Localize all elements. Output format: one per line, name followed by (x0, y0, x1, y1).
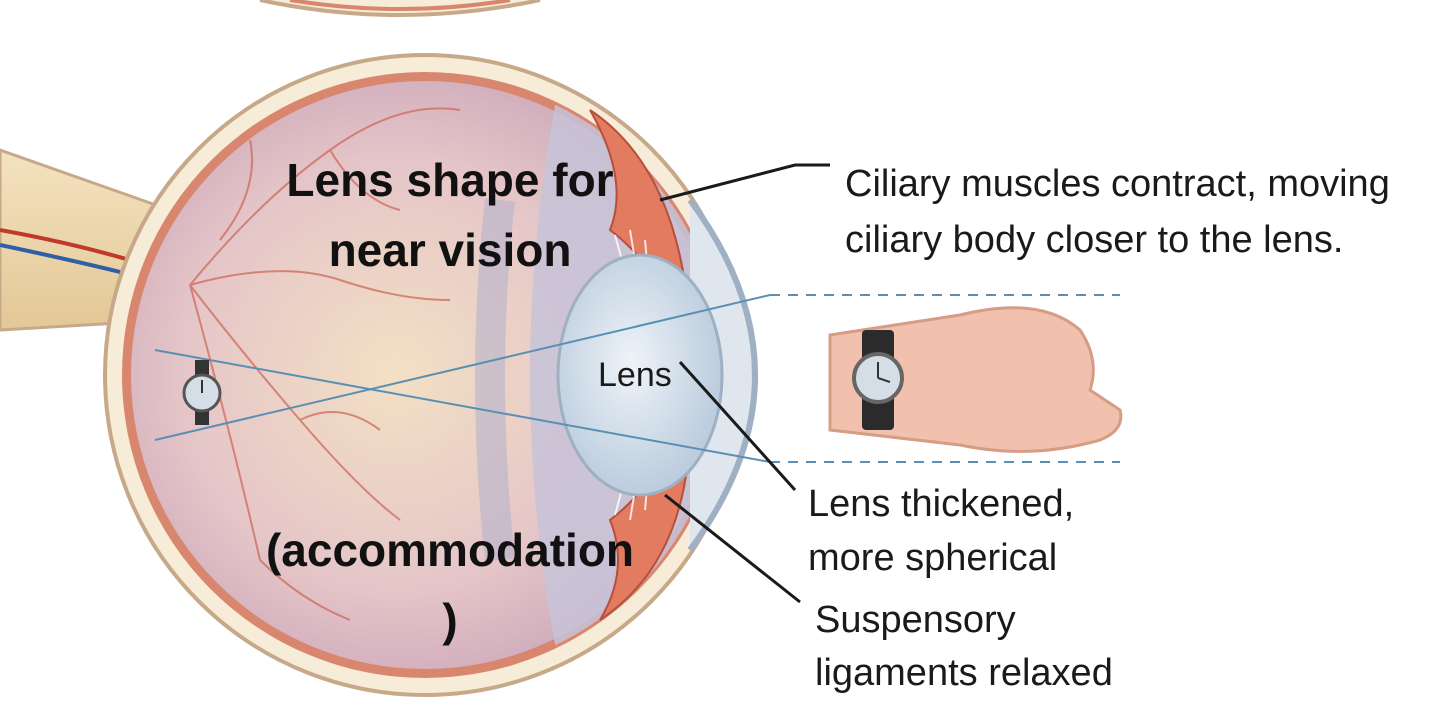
ciliary-label-line-2: ciliary body closer to the lens. (845, 219, 1344, 261)
title-line-4: ) (442, 594, 458, 646)
title-line-2: near vision (328, 224, 572, 276)
lens-label: Lens (598, 356, 672, 394)
light-rays (154, 294, 1120, 463)
suspensory-label-line-2: ligaments relaxed (815, 652, 1113, 694)
leader-lines (659, 163, 830, 604)
suspensory-label-line-1: Suspensory (815, 599, 1016, 641)
title-line-1: Lens shape for (286, 154, 614, 206)
ciliary-label-line-1: Ciliary muscles contract, moving (845, 163, 1390, 205)
title-line-3: (accommodation (265, 524, 635, 576)
lens-thickened-line-1: Lens thickened, (808, 483, 1075, 525)
lens-thickened-line-2: more spherical (808, 537, 1058, 579)
retinal-vessels (189, 107, 461, 621)
retinal-watch-image (182, 360, 222, 425)
wrist-with-watch (828, 306, 1123, 453)
